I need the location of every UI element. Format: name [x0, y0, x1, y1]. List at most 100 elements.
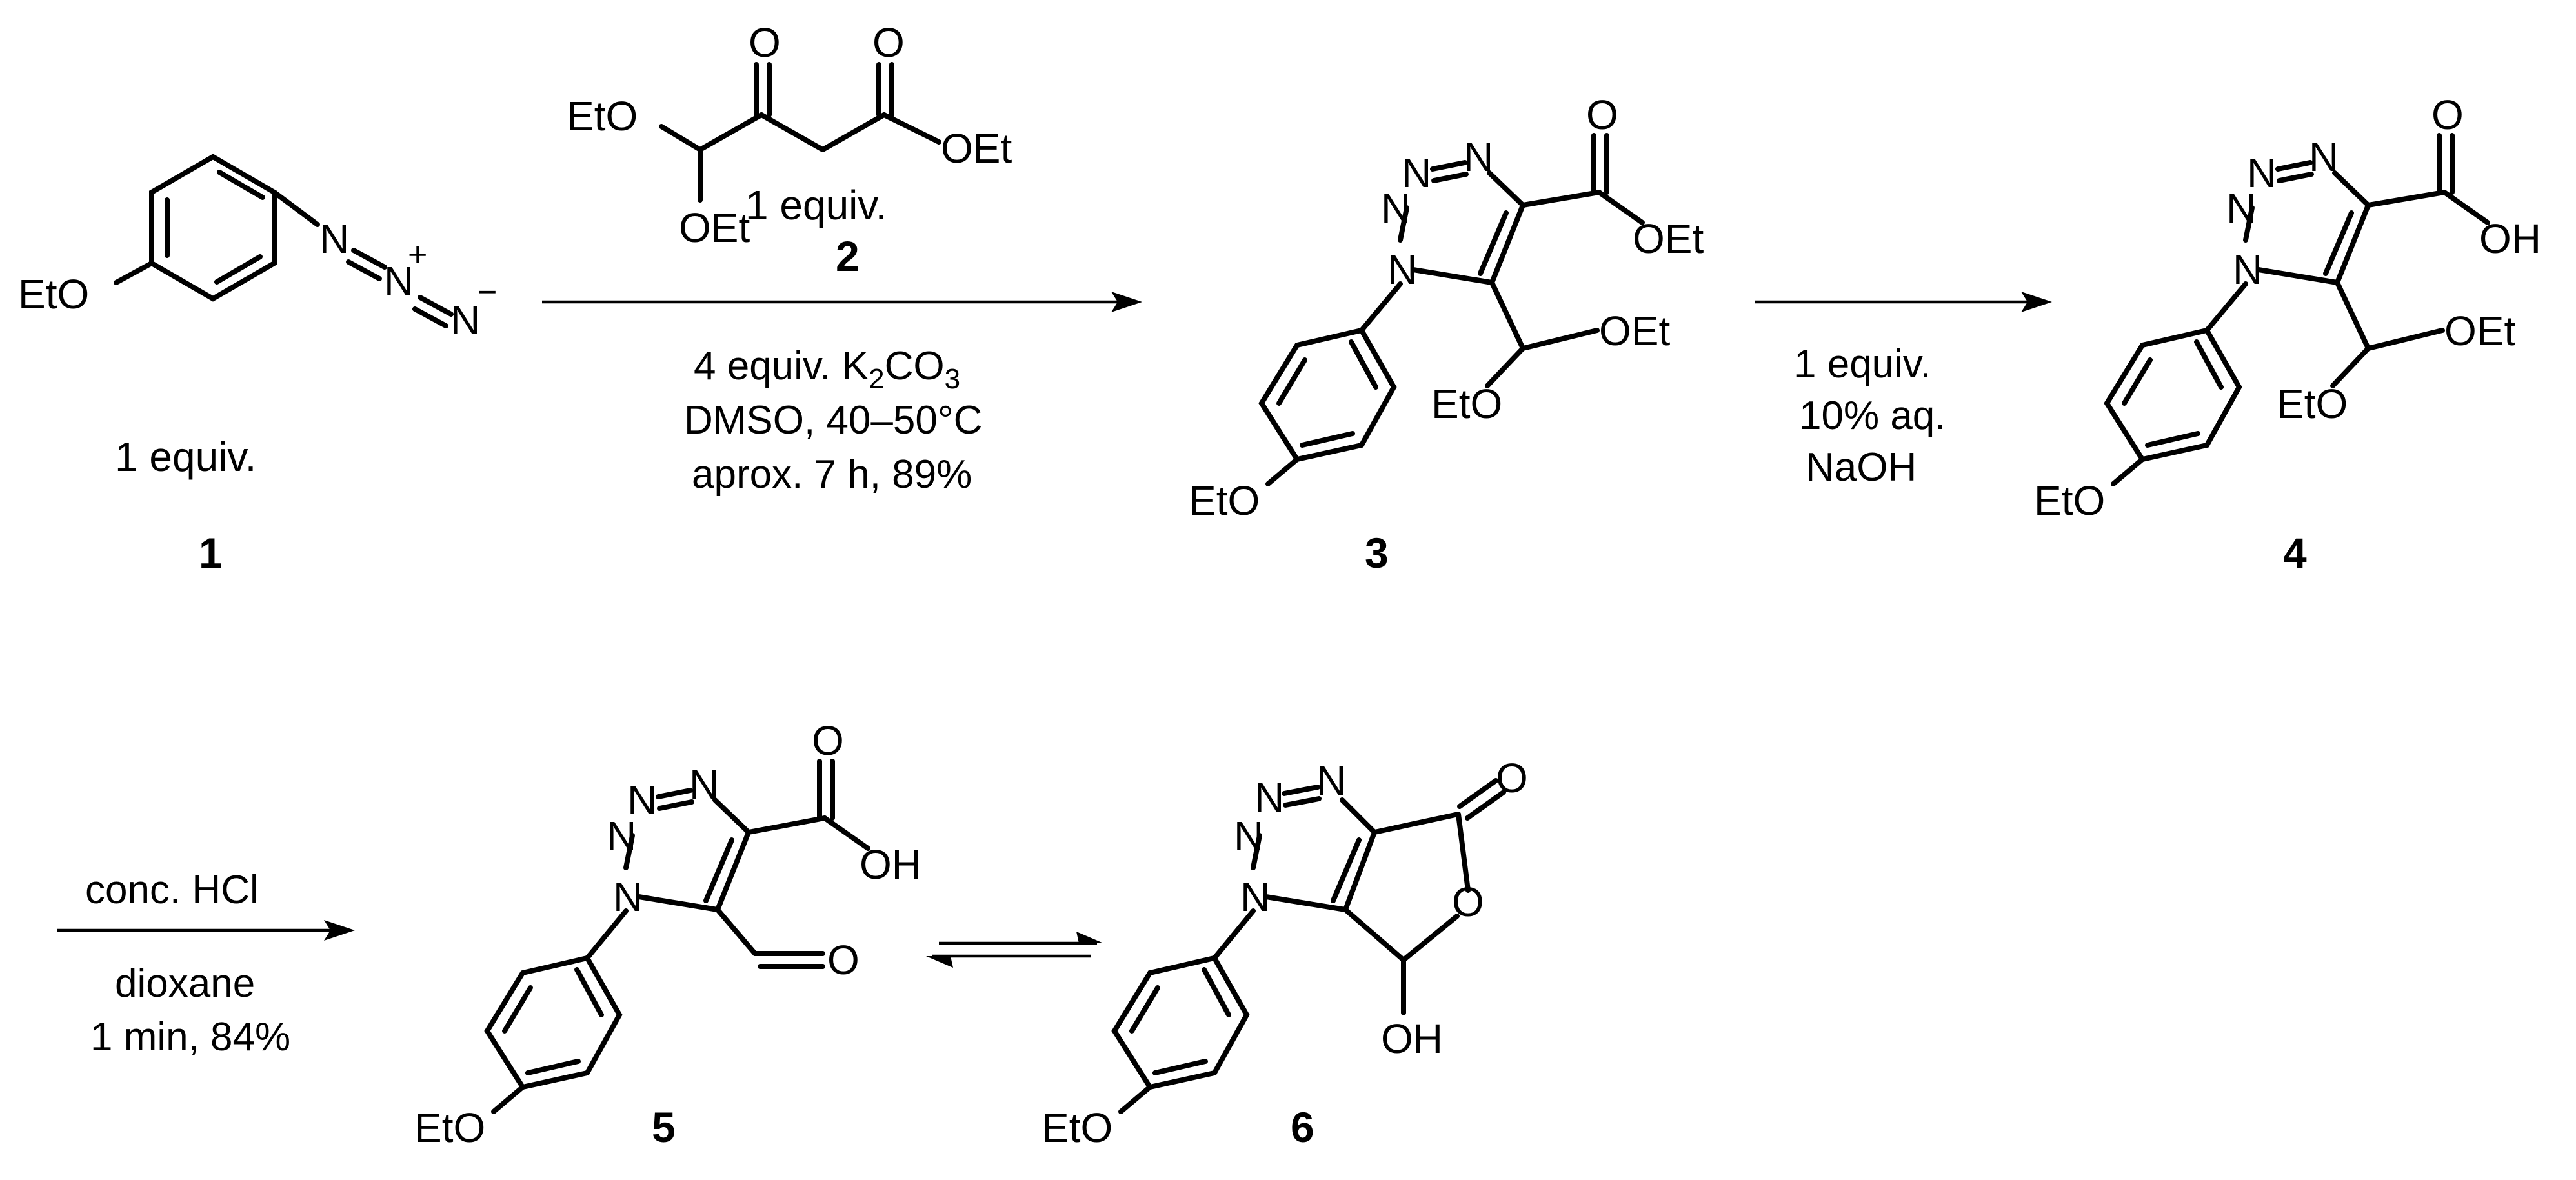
compound-4-n1-n2-bond: [2243, 205, 2255, 243]
compound-3-c4-c5-bond: [1489, 203, 1525, 285]
compound-6-inner-double-3: [1129, 985, 1160, 1034]
compound-5-n-ring-2: N: [607, 813, 636, 859]
compound-6-n-c-bond: [1340, 797, 1377, 835]
compound-5-acid-oh-bond: [822, 815, 870, 851]
compound-1-benzene-ring: [149, 154, 277, 302]
compound-5-bonds: [484, 759, 870, 1114]
compound-2-equiv: 1 equiv.: [745, 182, 887, 228]
compound-4-c4-c5-double: [2323, 210, 2354, 276]
compound-4-number: 4: [2283, 529, 2307, 577]
compound-1-inner-double-2: [214, 254, 263, 285]
compound-4-aryl-eto: EtO: [2034, 477, 2105, 524]
compound-3-aryl-eto: EtO: [1189, 477, 1260, 524]
compound-5-n-top: N: [689, 761, 719, 808]
compound-5: N N N N O OH O EtO 5: [414, 717, 921, 1151]
compound-6: N N N N O O OH EtO 6: [1041, 755, 1528, 1151]
compound-2-bonds: [659, 62, 941, 203]
compound-6-lactone-co-1: [1457, 778, 1498, 809]
compound-6-lactone-carbonyl-o: O: [1496, 755, 1528, 801]
compound-3-n-n-bond-2: [1431, 172, 1469, 183]
compound-1-n-n-double-d: [412, 306, 448, 328]
compound-3-ester-oet: OEt: [1633, 215, 1704, 262]
compound-2-acetal-oet: OEt: [679, 205, 750, 251]
compound-3-bonds: [1258, 133, 1645, 486]
compound-1-ethoxy: EtO: [18, 271, 89, 317]
compound-4-inner-double-3: [2122, 357, 2153, 406]
compound-3-c5-n1-bond: [1411, 267, 1494, 285]
compound-4-c5-acetal-bond: [2335, 280, 2371, 351]
compound-3-acetal-eto-bond: [1485, 346, 1525, 388]
compound-6-n-mid: N: [1254, 774, 1284, 821]
compound-4-inner-double-1: [2194, 339, 2224, 390]
compound-2-ketone-o: O: [749, 19, 781, 66]
compound-3-carbonyl-o: O: [1586, 92, 1618, 138]
equilibrium-arrows: [926, 932, 1103, 968]
compound-2-eto-c-bond: [659, 124, 703, 152]
compound-1-n-n-double-c: [418, 295, 454, 317]
step-2-conditions-line-3: NaOH: [1806, 445, 1917, 490]
compound-1-azide-n2: N: [384, 258, 414, 305]
compound-6-lactone-ring-o: O: [1452, 879, 1484, 925]
compound-6-hydroxyl: OH: [1381, 1015, 1443, 1062]
compound-4-acetal-eto-bond: [2330, 346, 2371, 388]
compound-2-ester-o: O: [872, 19, 905, 66]
compound-6-inner-double-2: [1152, 1059, 1208, 1075]
compound-5-n1-n2-bond: [623, 833, 635, 870]
compound-3-acetal-eto: EtO: [1431, 381, 1502, 427]
compound-5-n-n-bond-2: [657, 799, 694, 811]
compound-2-ester-oet: OEt: [941, 125, 1012, 172]
equilibrium-reverse-head: [926, 956, 953, 968]
compound-6-lactone-o-bond: [1456, 812, 1471, 893]
compound-5-aryl-o-bond: [491, 1085, 525, 1114]
compound-3-c5-acetal-bond: [1489, 280, 1525, 351]
compound-1-c-n-bond: [272, 190, 320, 227]
compound-5-inner-double-3: [502, 985, 533, 1034]
compound-6-n-ring: N: [1240, 874, 1270, 920]
compound-6-bonds: [1111, 778, 1506, 1114]
compound-3-n1-n2-bond: [1398, 205, 1409, 243]
compound-3-aryl-o-bond: [1265, 457, 1300, 486]
reaction-arrow-2: 1 equiv. 10% aq. NaOH: [1755, 292, 2052, 490]
compound-3-n-top: N: [1464, 134, 1493, 180]
compound-4-acid-oh-bond: [2442, 190, 2490, 225]
compound-4-acetal-oet-bond: [2366, 328, 2445, 351]
compound-3-inner-double-2: [1300, 431, 1355, 448]
compound-5-number: 5: [652, 1103, 676, 1151]
compound-6-n-n-bond-2: [1283, 796, 1322, 808]
compound-1: N N + N − EtO 1 equiv. 1: [18, 154, 497, 577]
compound-2-acetal-eto: EtO: [567, 93, 638, 139]
reaction-arrow-1: 4 equiv. K2CO3 DMSO, 40–50°C aprox. 7 h,…: [542, 292, 1142, 497]
compound-6-aryl-eto: EtO: [1041, 1105, 1112, 1151]
compound-5-acid-oh: OH: [860, 841, 921, 888]
compound-5-n-c4-bond: [712, 797, 751, 835]
compound-1-bonds: [114, 154, 454, 328]
compound-4-inner-double-2: [2145, 431, 2200, 448]
compound-5-n-ring: N: [613, 874, 643, 920]
compound-5-c4-c5-bond: [715, 830, 751, 912]
compound-6-o-ch-bond: [1401, 914, 1460, 963]
step-3-conditions-below-1: dioxane: [115, 961, 255, 1006]
compound-1-number: 1: [199, 529, 223, 577]
compound-3-number: 3: [1365, 529, 1389, 577]
compound-4-acetal-oet: OEt: [2444, 308, 2515, 354]
step-1-conditions-line-3: aprox. 7 h, 89%: [692, 452, 972, 497]
compound-1-n-n-double-b: [346, 259, 382, 281]
compound-6-n-ring-2: N: [1234, 813, 1263, 859]
compound-6-c-c-fused: [1343, 830, 1377, 912]
arrow-3-head: [324, 920, 355, 941]
compound-1-azide-n3: N: [450, 297, 480, 343]
compound-3-c4-ester-bond: [1520, 190, 1602, 208]
compound-6-c-n1-bond: [1263, 894, 1348, 912]
step-3-conditions-below-2: 1 min, 84%: [90, 1015, 290, 1059]
compound-4-c5-n1-bond: [2256, 267, 2340, 285]
compound-4-n-ring-2: N: [2226, 185, 2256, 232]
compound-5-c4-c5-double: [703, 837, 734, 903]
compound-2-ketone-ch2-bond: [759, 112, 825, 152]
compound-4-n-mid: N: [2247, 150, 2277, 196]
compound-1-inner-double-1: [217, 170, 265, 200]
compound-4-n-n-bond-2: [2277, 172, 2314, 183]
compound-3-n-ring: N: [1387, 246, 1417, 293]
step-1-conditions-line-1: 4 equiv. K2CO3: [694, 344, 960, 395]
compound-2: EtO O O OEt OEt 1 equiv. 2: [567, 19, 1012, 280]
